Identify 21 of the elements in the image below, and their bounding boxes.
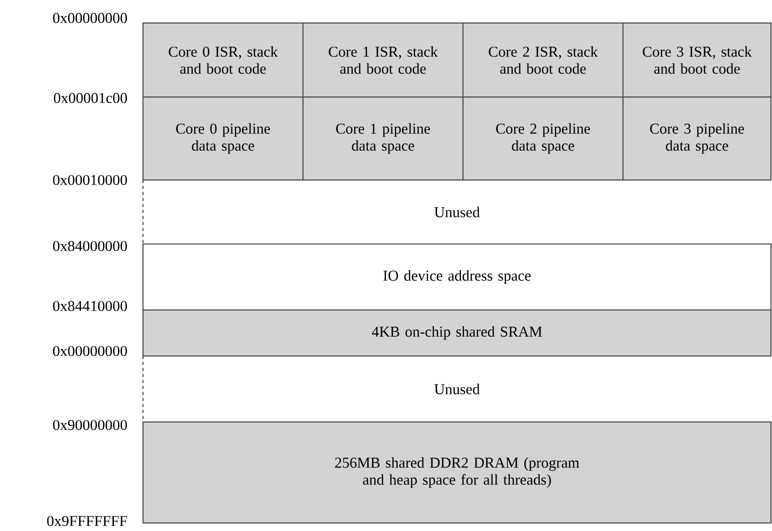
memory-region-cell: Core 0 ISR, stack and boot code bbox=[142, 22, 304, 98]
memory-region-cell: Core 3 ISR, stack and boot code bbox=[622, 22, 772, 98]
address-label: 0x00001c00 bbox=[54, 92, 127, 104]
memory-region-band: Unused bbox=[142, 180, 772, 244]
memory-region-cell: Core 2 pipeline data space bbox=[462, 96, 624, 180]
memory-region-cell: Core 3 pipeline data space bbox=[622, 96, 772, 180]
memory-region-cell: Core 1 ISR, stack and boot code bbox=[302, 22, 464, 98]
memory-region-band: 256MB shared DDR2 DRAM (program and heap space for all threads) bbox=[142, 422, 772, 524]
address-label: 0x00000000 bbox=[53, 12, 127, 24]
memory-region-cell: Core 0 pipeline data space bbox=[142, 96, 304, 180]
address-label: 0x84410000 bbox=[53, 300, 127, 312]
memory-region-band: IO device address space bbox=[142, 244, 772, 310]
address-label: 0x9FFFFFFF bbox=[47, 516, 127, 526]
memory-region-cell: Core 2 ISR, stack and boot code bbox=[462, 22, 624, 98]
address-label: 0x00010000 bbox=[53, 174, 127, 186]
address-label: 0x84000000 bbox=[53, 240, 127, 252]
memory-region-cell: Core 1 pipeline data space bbox=[302, 96, 464, 180]
memory-region-band: 4KB on-chip shared SRAM bbox=[142, 310, 772, 356]
address-label: 0x00000000 bbox=[53, 346, 127, 356]
memory-region-band: Unused bbox=[142, 356, 480, 422]
address-label: 0x90000000 bbox=[53, 420, 127, 430]
